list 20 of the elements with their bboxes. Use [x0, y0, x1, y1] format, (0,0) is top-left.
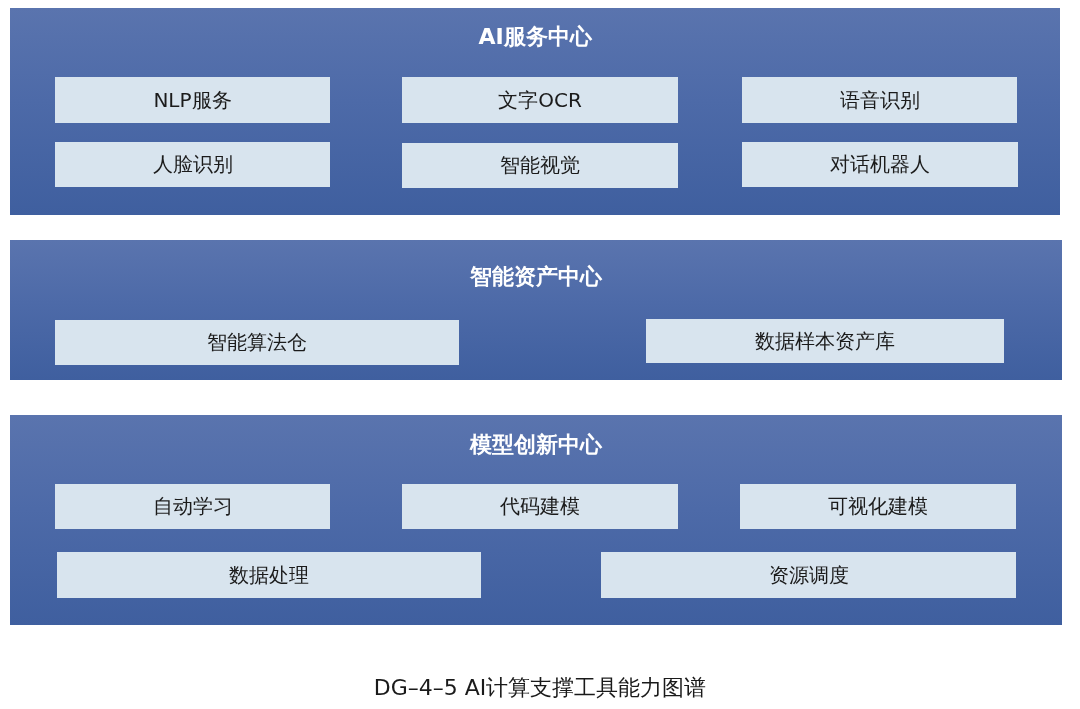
capability-box: 语音识别 — [742, 77, 1017, 123]
capability-box: 智能视觉 — [402, 143, 678, 188]
caption: DG–4–5 AI计算支撑工具能力图谱 — [372, 674, 708, 702]
capability-box: 文字OCR — [402, 77, 678, 123]
section-panel — [10, 415, 1062, 625]
section-title: 模型创新中心 — [468, 431, 603, 459]
capability-box: 可视化建模 — [740, 484, 1016, 529]
capability-box: 自动学习 — [55, 484, 330, 529]
section-title: 智能资产中心 — [469, 263, 603, 291]
capability-box: 资源调度 — [601, 552, 1016, 598]
section-panel — [10, 8, 1060, 215]
capability-box: 代码建模 — [402, 484, 678, 529]
capability-box: 数据样本资产库 — [646, 319, 1004, 363]
section-title: AI服务中心 — [477, 23, 593, 51]
capability-box: 人脸识别 — [55, 142, 330, 187]
capability-box: 智能算法仓 — [55, 320, 459, 365]
section-panel — [10, 240, 1062, 380]
capability-box: 数据处理 — [57, 552, 481, 598]
capability-box: 对话机器人 — [742, 142, 1018, 187]
capability-box: NLP服务 — [55, 77, 330, 123]
